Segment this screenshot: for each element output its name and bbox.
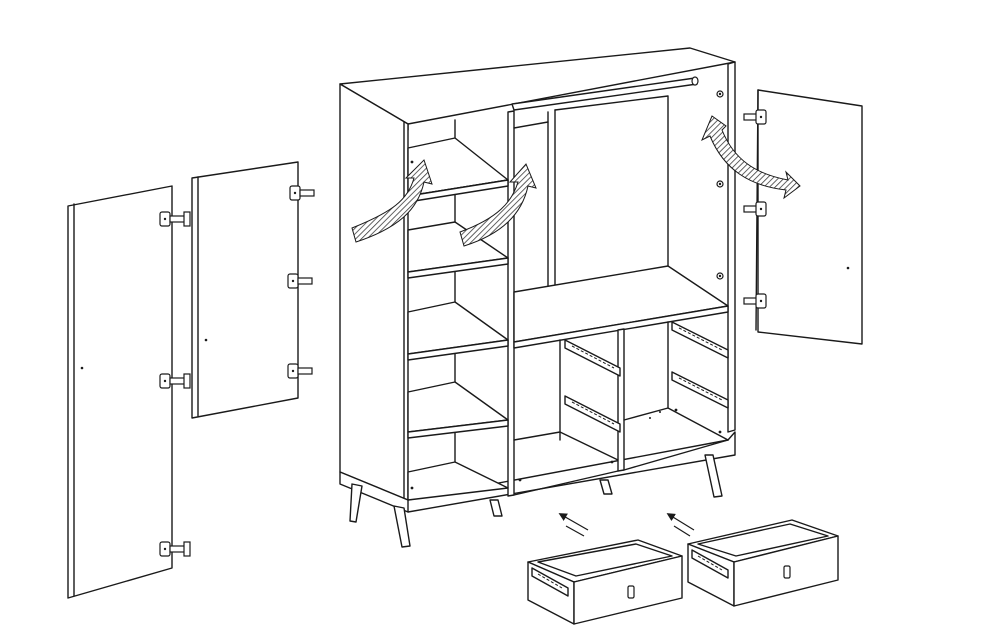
hinge-icon bbox=[743, 201, 767, 217]
wardrobe-body bbox=[339, 47, 736, 513]
drawer-slide-icon bbox=[671, 371, 729, 409]
hinge-icon bbox=[159, 541, 191, 557]
middle-divider bbox=[507, 110, 515, 497]
handle-icon bbox=[627, 585, 635, 599]
drawer-slide-icon bbox=[691, 549, 729, 579]
install-arrow-icon bbox=[701, 115, 801, 200]
hinge-icon bbox=[159, 373, 191, 389]
drawer-slide-icon bbox=[531, 567, 569, 597]
drawer-slide-icon bbox=[671, 321, 729, 359]
drawer-slides-body bbox=[564, 321, 729, 433]
left-side-panel bbox=[339, 83, 409, 501]
drawer-slide-icon bbox=[564, 395, 621, 433]
shelf-bottom-left bbox=[407, 461, 509, 501]
insert-arrow-icon bbox=[666, 513, 695, 537]
hinge-icon bbox=[743, 293, 767, 309]
hinge-icon bbox=[159, 211, 191, 227]
handle-icon bbox=[783, 565, 791, 579]
drawer-right bbox=[687, 519, 839, 607]
install-arrow-icon bbox=[351, 159, 433, 243]
drawer-left bbox=[527, 539, 683, 625]
insert-arrows bbox=[558, 513, 695, 537]
drawer-slide-icon bbox=[564, 339, 621, 377]
install-arrow-icon bbox=[459, 163, 537, 247]
hinge-icon bbox=[289, 185, 315, 201]
left-short-door bbox=[191, 161, 315, 419]
right-side-panel bbox=[727, 61, 736, 433]
install-arrows bbox=[351, 115, 801, 247]
lower-divider bbox=[617, 328, 625, 472]
hinge-icon bbox=[287, 363, 313, 379]
left-tall-door bbox=[67, 185, 191, 599]
hinge-icon bbox=[287, 273, 313, 289]
insert-arrow-icon bbox=[558, 513, 589, 537]
screw-holes bbox=[410, 160, 722, 490]
legs bbox=[349, 454, 723, 548]
right-door bbox=[743, 89, 863, 345]
door-mount-holes-right bbox=[716, 90, 724, 280]
hinge-icon bbox=[743, 109, 767, 125]
